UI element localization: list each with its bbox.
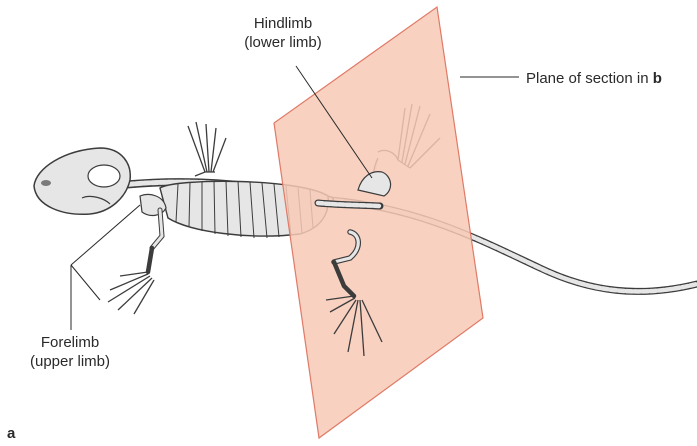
fore-foot-lower xyxy=(108,272,154,314)
plane-label-ref: b xyxy=(653,70,662,87)
panel-letter: a xyxy=(7,424,15,443)
skull-orbit xyxy=(88,165,120,187)
plane-label: Plane of section in b xyxy=(526,69,662,88)
forearm xyxy=(148,248,152,272)
forelimb-label: Forelimb (upper limb) xyxy=(10,333,130,371)
forelimb-leader-to-lower xyxy=(71,265,100,300)
hindlimb-label-sub: (lower limb) xyxy=(218,33,348,52)
hindlimb-label-title: Hindlimb xyxy=(218,14,348,33)
nostril xyxy=(41,180,51,186)
fore-foot-upper xyxy=(188,122,226,176)
forelimb-label-title: Forelimb xyxy=(10,333,130,352)
section-plane xyxy=(274,7,483,438)
forelimb-label-sub: (upper limb) xyxy=(10,352,130,371)
plane-label-text: Plane of section in xyxy=(526,70,649,87)
tail-front-fill xyxy=(318,203,380,206)
hindlimb-label: Hindlimb (lower limb) xyxy=(218,14,348,52)
